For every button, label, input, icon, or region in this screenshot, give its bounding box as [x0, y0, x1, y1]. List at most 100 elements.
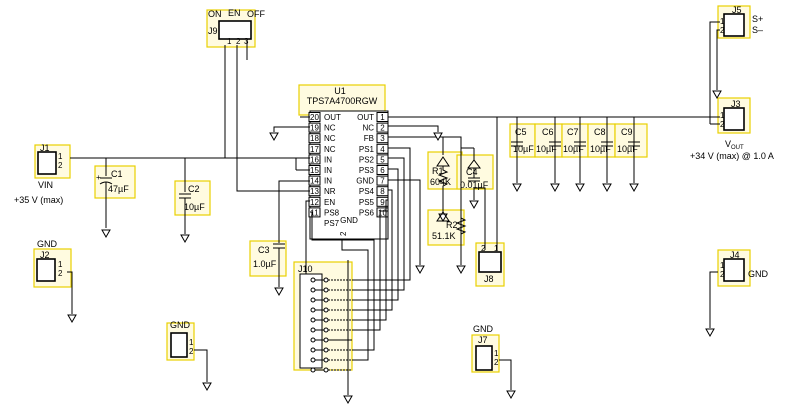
c1-capacitor: C1 47µF +	[96, 169, 129, 228]
c7-capacitor: C7 10µF	[563, 127, 586, 154]
j10-pin	[323, 327, 329, 333]
j7-name: GND	[473, 324, 494, 334]
ground-arrow-icon	[469, 200, 479, 210]
c9-capacitor: C9 10µF	[617, 127, 640, 154]
j7-pin2: 2	[494, 358, 499, 367]
j10-pin	[323, 317, 329, 323]
j1-connector[interactable]: J1 1 2 VIN +35 V (max)	[14, 143, 63, 205]
u1-left-pin-box	[308, 143, 321, 154]
j3-ref: J3	[731, 99, 741, 109]
j8-pin2: 2	[481, 244, 486, 253]
u1-right-pin-name: PS4	[359, 187, 375, 196]
c4-capacitor: C4 0.01µF	[460, 159, 489, 190]
u1-left-pin-num: 12	[310, 198, 319, 207]
u1-right-pin-name: PS5	[359, 198, 375, 207]
j4-ref: J4	[730, 250, 740, 260]
svg-text:+: +	[96, 173, 101, 182]
j10-pin	[310, 277, 316, 283]
u1-left-pin-name: PS7	[324, 219, 340, 228]
u1-left-pin-name: NR	[324, 187, 336, 196]
c4-value: 0.01µF	[460, 180, 489, 190]
u1-gnd-pin: 2	[339, 231, 348, 236]
j9-ref: J9	[208, 26, 218, 36]
j3-connector[interactable]: J3 1 2 VOUT +34 V (max) @ 1.0 A	[690, 99, 774, 161]
j2-pin2: 2	[58, 269, 63, 278]
j5-pin2: 2	[720, 26, 725, 35]
j10-pin	[323, 277, 329, 283]
j3-vout-sub: OUT	[731, 145, 744, 151]
j10-pin	[323, 297, 329, 303]
c8-capacitor: C8 10µF	[590, 127, 613, 154]
c3-ref: C3	[258, 245, 270, 255]
ground-arrow-icon	[67, 314, 77, 324]
u1-left-pin-box	[308, 154, 321, 165]
j10-pin	[310, 327, 316, 333]
j5-pin1: 1	[720, 17, 725, 26]
j5-ref: J5	[732, 5, 742, 15]
u1-left-pin-num: 18	[310, 134, 319, 143]
r1-resistor: R1 604K	[430, 156, 451, 190]
svg-text:VOUT: VOUT	[725, 139, 744, 151]
j9-on-label: ON	[208, 9, 222, 19]
j8-connector[interactable]: 2 1 J8	[478, 244, 502, 284]
u1-left-pin-box	[308, 122, 321, 133]
u1-right-pin-num: 1	[380, 113, 385, 122]
j10-pins	[310, 277, 352, 373]
j3-pin1: 1	[720, 111, 725, 120]
j7-pin1: 1	[494, 349, 499, 358]
u1-left-pin-name: NC	[324, 124, 336, 133]
j2-name: GND	[37, 239, 58, 249]
j2-connector[interactable]: GND J2 1 2	[36, 239, 63, 282]
j2-pin1: 1	[58, 260, 63, 269]
u1-left-pin-name: EN	[324, 198, 335, 207]
j1-pin2: 2	[58, 161, 63, 170]
u1-left-pin-name: PS8	[324, 208, 340, 217]
u1-right-pin-num: 5	[380, 155, 385, 164]
j9-connector[interactable]: ON EN OFF J9 1 2 3	[208, 8, 265, 46]
u1-left-pin-box	[308, 207, 321, 218]
ground-arrow-icon	[456, 265, 466, 275]
ground-arrow-icon	[101, 229, 111, 239]
j10-pin	[310, 287, 316, 293]
resistors: R1 604K R2 51.1K	[430, 156, 467, 241]
c2-ref: C2	[188, 184, 200, 194]
ground-arrow-icon	[705, 328, 715, 338]
u1-right-pin-box	[376, 122, 389, 133]
u1-left-pin-name: NC	[324, 134, 336, 143]
c6-value: 10µF	[536, 144, 557, 154]
u1-right-pin-box	[376, 133, 389, 144]
j10-pin	[323, 357, 329, 363]
j5-connector[interactable]: J5 1 2 S+ S–	[720, 5, 763, 37]
r2-resistor: R2 51.1K	[432, 211, 467, 241]
j7-ref: J7	[478, 335, 488, 345]
u1-right-pin-num: 3	[380, 134, 385, 143]
c5-capacitor: C5 10µF	[511, 127, 534, 154]
u1-left-pin-num: 15	[310, 166, 319, 175]
j10-pin	[323, 337, 329, 343]
j4-connector[interactable]: J4 1 2 GND	[720, 250, 769, 282]
wires	[67, 21, 720, 395]
ground-arrow-icon	[274, 287, 284, 297]
r2-value: 51.1K	[432, 231, 456, 241]
ground-arrow-icon	[550, 183, 560, 193]
u1-right-pin-num: 9	[380, 198, 385, 207]
j6-connector[interactable]: GND J6 1 2	[170, 320, 194, 358]
j7-connector[interactable]: GND J7 1 2	[473, 324, 499, 371]
u1-right-pin-box	[376, 175, 389, 186]
ground-arrow-icon	[602, 183, 612, 193]
j3-vout-desc: +34 V (max) @ 1.0 A	[690, 151, 774, 161]
u1-left-pin-num: 16	[310, 155, 319, 164]
r1-ref: R1	[432, 166, 444, 176]
ground-arrow-icon	[512, 183, 522, 193]
j9-off-label: OFF	[247, 9, 265, 19]
c9-ref: C9	[621, 127, 633, 137]
ground-arrow-icon	[415, 265, 425, 275]
u1-left-pin-num: 17	[310, 145, 319, 154]
u1-right-pin-name: PS3	[359, 166, 375, 175]
j10-header[interactable]: J10	[298, 264, 352, 373]
j4-name: GND	[748, 269, 769, 279]
u1-left-pin-name: IN	[324, 177, 332, 186]
ground-arrow-icon	[506, 390, 516, 400]
ground-arrow-icon	[712, 90, 722, 100]
